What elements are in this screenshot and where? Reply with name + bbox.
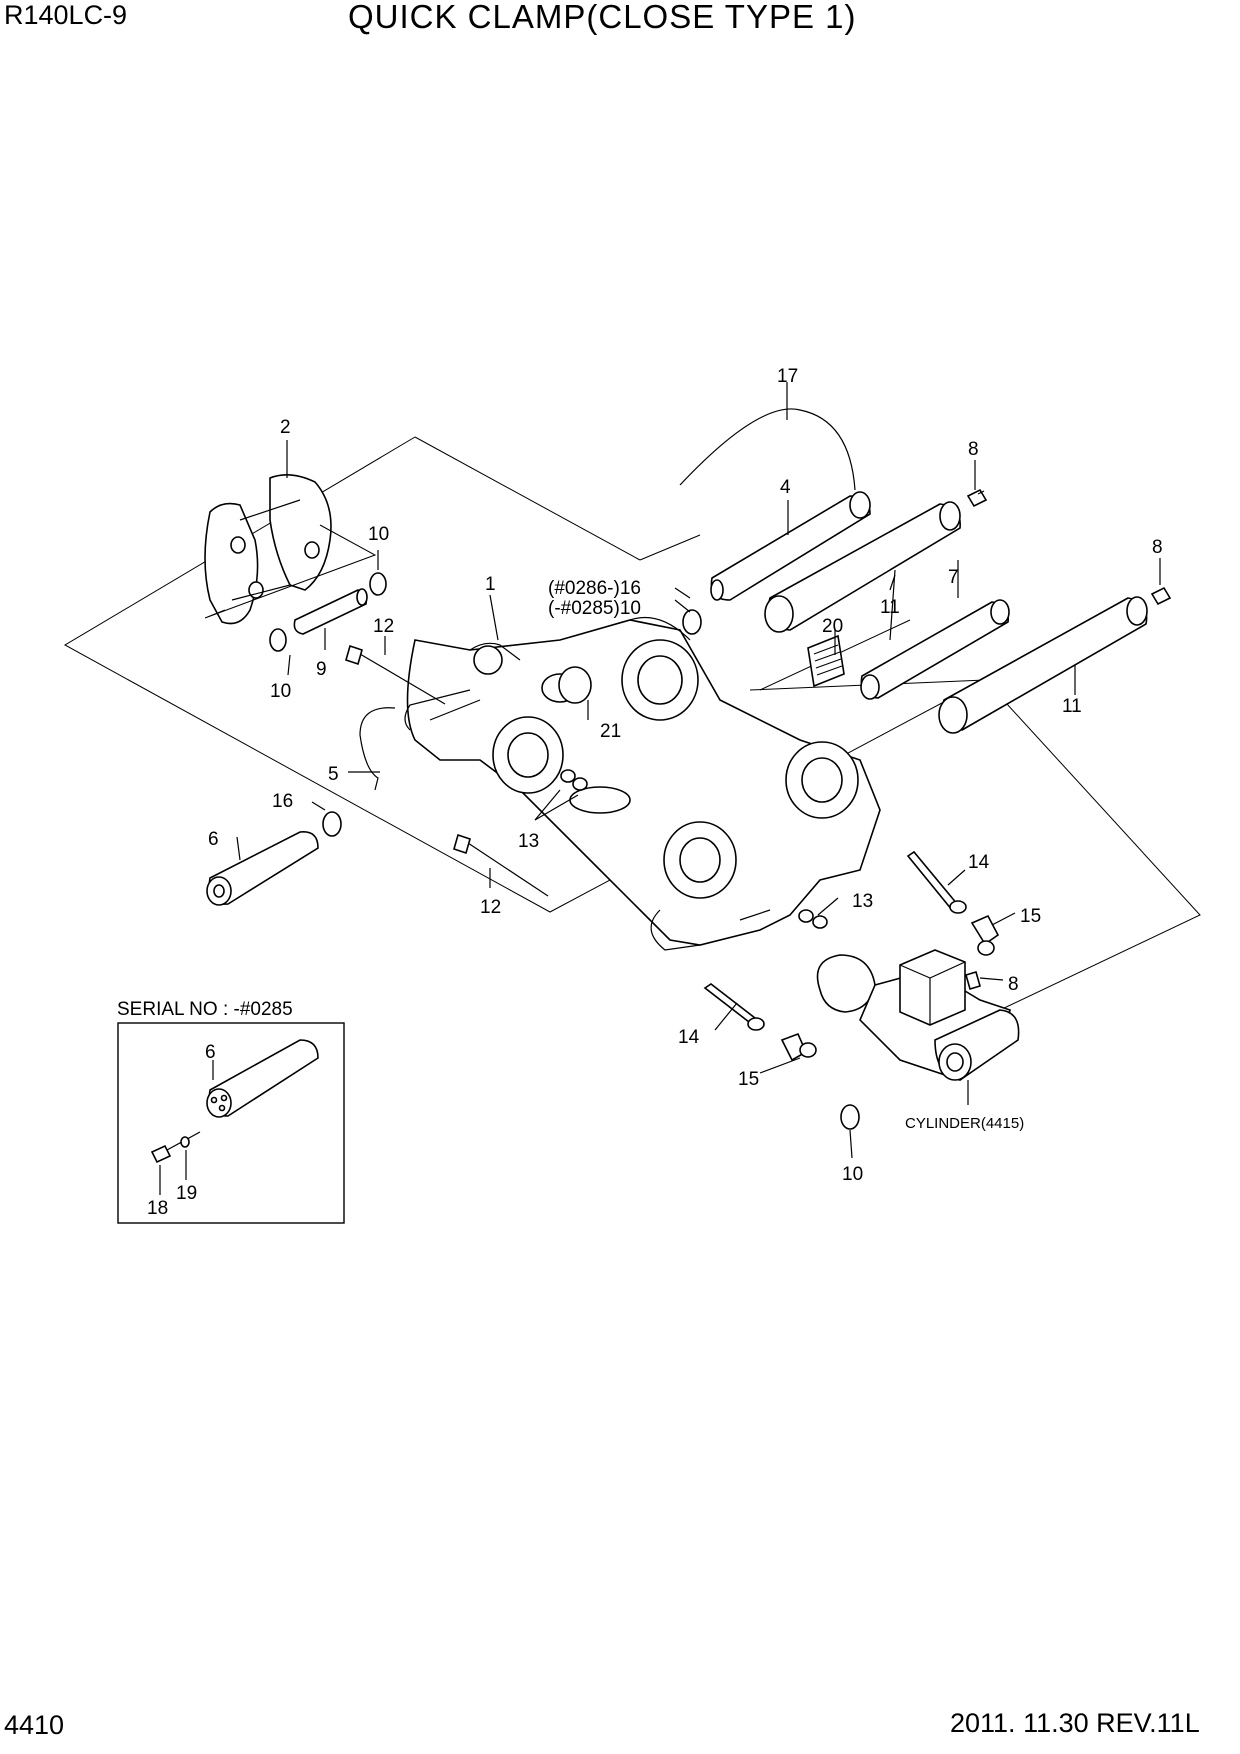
callout-4: 4: [780, 477, 791, 498]
part-4-pin: [710, 491, 871, 601]
inset-callout-6: 6: [205, 1042, 216, 1063]
callout-9: 9: [316, 659, 327, 680]
callout-21: 21: [600, 721, 621, 742]
cylinder-reference: CYLINDER(4415): [905, 1115, 1024, 1132]
part-14-hose-upper: [906, 850, 967, 914]
inset-part-19-washer: [180, 1136, 190, 1148]
part-17-wire: [679, 408, 856, 491]
serial-note-10: (-#0285)10: [548, 598, 641, 619]
callout-14-a: 14: [968, 852, 990, 873]
part-11-cylinder-lower: [938, 596, 1148, 734]
callout-13-b: 13: [852, 891, 873, 912]
callout-15-b: 15: [738, 1069, 759, 1090]
callouts: 2 1 17 4 8 8 7 11 11 20 10 10 9 12 12 21…: [208, 366, 1163, 1185]
part-10-ring-lower: [269, 628, 287, 652]
inset-callout-19: 19: [176, 1183, 197, 1204]
part-21-ring: [558, 666, 592, 704]
callout-6: 6: [208, 829, 219, 850]
page-number: 4410: [4, 1710, 65, 1740]
part-15-elbow-upper: [970, 914, 1000, 956]
callout-1: 1: [485, 574, 496, 595]
inset-callout-18: 18: [147, 1198, 168, 1219]
callout-11-a: 11: [880, 597, 900, 618]
callout-14-b: 14: [678, 1027, 700, 1048]
part-10-ring-cylinder: [840, 1104, 860, 1130]
part-14-hose-lower: [703, 983, 765, 1031]
part-10-ring-upper: [369, 572, 387, 596]
part-16-ring: [322, 811, 342, 837]
part-13-nuts-lower: [798, 909, 828, 929]
callout-2: 2: [280, 417, 291, 438]
callout-20: 20: [822, 616, 843, 637]
callout-7: 7: [948, 567, 959, 588]
serial-inset: SERIAL NO : -#0285 6 18 19: [117, 999, 345, 1224]
callout-11-b: 11: [1062, 696, 1082, 717]
part-1-clamp-body: [404, 616, 881, 951]
part-12-bolt-upper: [345, 644, 446, 705]
callout-10-c: 10: [842, 1164, 863, 1185]
callout-13-a: 13: [518, 831, 539, 852]
part-9-pin: [293, 588, 368, 635]
callout-16: 16: [272, 791, 293, 812]
page-title: QUICK CLAMP(CLOSE TYPE 1): [348, 0, 857, 35]
inset-label: SERIAL NO : -#0285: [117, 999, 293, 1020]
leader-lines: [236, 382, 1161, 1159]
part-2-bracket: [204, 474, 377, 625]
part-8-fitting-b: [1150, 586, 1172, 606]
part-10-16-ring: [682, 609, 702, 635]
part-5-wire: [359, 707, 396, 791]
revision-date: 2011. 11.30 REV.11L: [950, 1708, 1200, 1738]
callout-12-b: 12: [480, 897, 501, 918]
callout-5: 5: [328, 764, 339, 785]
part-8-fitting-cylinder: [965, 971, 981, 990]
callout-8-a: 8: [968, 439, 979, 460]
part-12-bolt-lower: [453, 833, 549, 897]
callout-15-a: 15: [1020, 906, 1041, 927]
inset-part-18-bolt: [150, 1131, 201, 1164]
serial-note-16: (#0286-)16: [548, 578, 641, 599]
callout-8-c: 8: [1008, 974, 1019, 995]
part-13-nuts-upper: [560, 769, 588, 791]
callout-10-b: 10: [270, 681, 291, 702]
callout-12-a: 12: [373, 616, 394, 637]
cylinder-assembly: [816, 949, 1020, 1081]
part-7-pin: [860, 599, 1010, 700]
inset-part-6-pin: [206, 1039, 319, 1118]
part-8-fitting-a: [966, 488, 988, 508]
callout-8-b: 8: [1152, 537, 1163, 558]
part-6-pin: [206, 831, 319, 906]
part-20-label-plate: [807, 634, 845, 688]
part-11-cylinder-upper: [764, 501, 961, 633]
callout-17: 17: [777, 366, 798, 387]
model-code: R140LC-9: [4, 0, 128, 30]
part-15-elbow-lower: [780, 1032, 817, 1062]
callout-10-a: 10: [368, 524, 389, 545]
